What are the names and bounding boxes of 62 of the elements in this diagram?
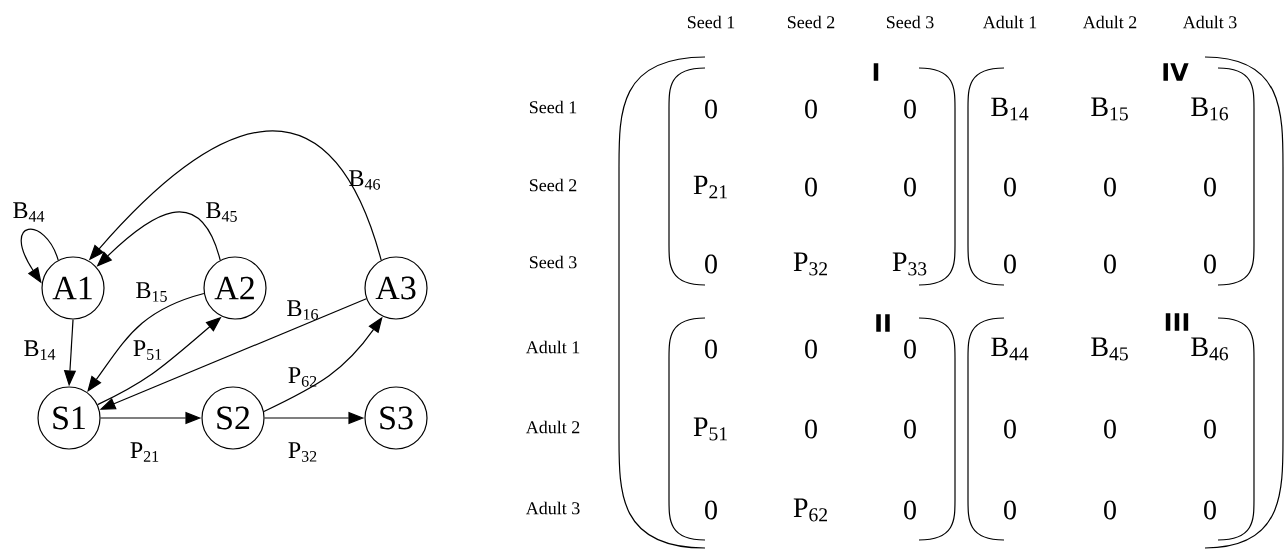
matrix-entry: 0 <box>904 99 916 119</box>
matrix-entry: P$_{21}$ <box>693 175 727 199</box>
edge-label: P$_{21}$ <box>130 442 159 462</box>
edge-label: B$_{16}$ <box>287 300 319 320</box>
matrix-entry: 0 <box>904 339 916 359</box>
block-numeral: IV <box>1163 63 1189 81</box>
block-numeral: II <box>876 314 890 332</box>
matrix-entry: B$_{45}$ <box>1091 337 1128 361</box>
matrix-entry: 0 <box>705 339 717 359</box>
matrix-entry: P$_{62}$ <box>793 498 827 522</box>
matrix-entry: 0 <box>1104 254 1116 274</box>
matrix-entry: 0 <box>1204 419 1216 439</box>
edge-label: B$_{15}$ <box>136 282 167 302</box>
matrix-entry: B$_{15}$ <box>1091 97 1128 121</box>
block-numeral: I <box>873 63 879 81</box>
matrix-entry: 0 <box>1004 177 1016 197</box>
matrix-entry: 0 <box>705 254 717 274</box>
matrix-entry: 0 <box>1104 419 1116 439</box>
row-header: Seed 2 <box>529 178 577 192</box>
block-numeral: III <box>1165 313 1189 331</box>
matrix-entry: 0 <box>805 339 817 359</box>
matrix-entry: 0 <box>805 99 817 119</box>
edge-label: P$_{62}$ <box>288 367 317 387</box>
matrix-entry: P$_{32}$ <box>793 252 827 276</box>
edge-label: B$_{44}$ <box>13 202 45 222</box>
column-header: Seed 2 <box>787 15 835 29</box>
matrix-entry: 0 <box>904 419 916 439</box>
matrix-entry: 0 <box>805 177 817 197</box>
row-header: Seed 3 <box>529 255 577 269</box>
edge-label: B$_{14}$ <box>24 340 56 360</box>
matrix-entry: 0 <box>904 177 916 197</box>
matrix-entry: B$_{46}$ <box>1191 337 1229 361</box>
column-header: Adult 1 <box>982 15 1037 29</box>
column-header: Seed 1 <box>687 15 735 29</box>
matrix-entry: 0 <box>904 500 916 520</box>
column-header: Adult 2 <box>1082 15 1137 29</box>
matrix-entry: P$_{51}$ <box>693 417 727 441</box>
edge-label: B$_{46}$ <box>349 170 381 190</box>
edge-label: P$_{32}$ <box>288 442 317 462</box>
matrix-entry: 0 <box>1004 500 1016 520</box>
row-header: Adult 3 <box>525 501 580 515</box>
matrix-entry: 0 <box>805 419 817 439</box>
edge-label: B$_{45}$ <box>206 202 237 222</box>
matrix-entry: 0 <box>705 500 717 520</box>
column-header: Adult 3 <box>1182 15 1237 29</box>
matrix-entry: 0 <box>1204 254 1216 274</box>
edge-label: P$_{51}$ <box>133 340 162 360</box>
matrix-entry: B$_{14}$ <box>991 97 1029 121</box>
matrix-entry: 0 <box>1104 500 1116 520</box>
matrix-entry: B$_{16}$ <box>1191 97 1229 121</box>
matrix-entry: 0 <box>705 99 717 119</box>
row-header: Adult 2 <box>525 420 580 434</box>
matrix-entry: 0 <box>1004 419 1016 439</box>
matrix-entry: B$_{44}$ <box>991 337 1029 361</box>
matrix-entry: 0 <box>1204 177 1216 197</box>
row-header: Adult 1 <box>525 340 580 354</box>
column-header: Seed 3 <box>886 15 934 29</box>
matrix-entry: 0 <box>1104 177 1116 197</box>
row-header: Seed 1 <box>529 100 577 114</box>
matrix-entry: 0 <box>1204 500 1216 520</box>
matrix-entry: 0 <box>1004 254 1016 274</box>
matrix-entry: P$_{33}$ <box>892 252 927 276</box>
